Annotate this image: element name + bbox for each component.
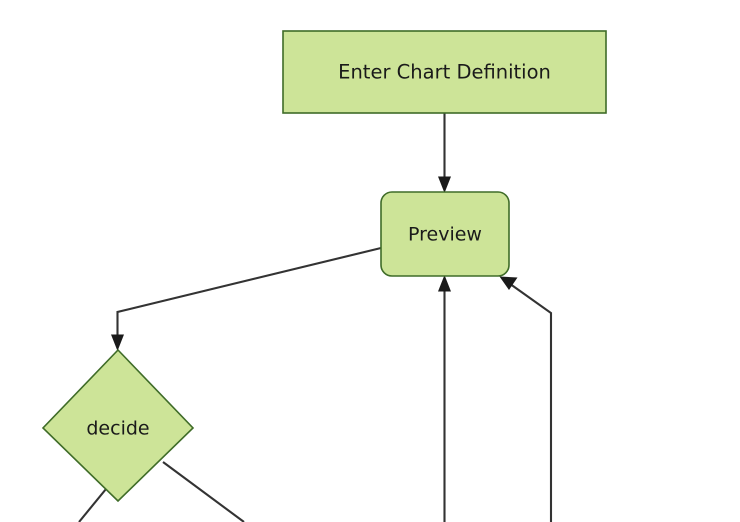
edge-preview-to-decide xyxy=(111,246,382,351)
edge-enter-to-preview xyxy=(438,113,451,193)
node-decide[interactable]: decide xyxy=(41,348,195,503)
node-label-decide: decide xyxy=(86,418,149,440)
edge-line xyxy=(78,488,107,522)
node-label-preview: Preview xyxy=(408,224,482,246)
edge-return-center-to-preview xyxy=(438,275,451,522)
arrow-head-icon xyxy=(438,275,451,292)
node-preview[interactable]: Preview xyxy=(380,191,510,277)
edge-line xyxy=(116,246,382,344)
arrow-head-icon xyxy=(438,176,451,193)
edge-decide-branch-left xyxy=(78,488,107,522)
node-shape-rounded-rectangle xyxy=(380,191,510,277)
node-enter-chart-definition[interactable]: Enter Chart Definition xyxy=(282,30,607,114)
edge-line xyxy=(162,461,245,522)
edge-decide-branch-right xyxy=(162,461,245,522)
edge-return-right-to-preview xyxy=(499,276,553,522)
arrow-head-icon xyxy=(111,334,124,351)
node-shape-diamond xyxy=(41,348,195,503)
node-label-enter-chart-definition: Enter Chart Definition xyxy=(338,61,551,84)
node-shape-rectangle xyxy=(282,30,607,114)
edge-line xyxy=(505,280,553,522)
arrow-head-icon xyxy=(499,276,518,290)
